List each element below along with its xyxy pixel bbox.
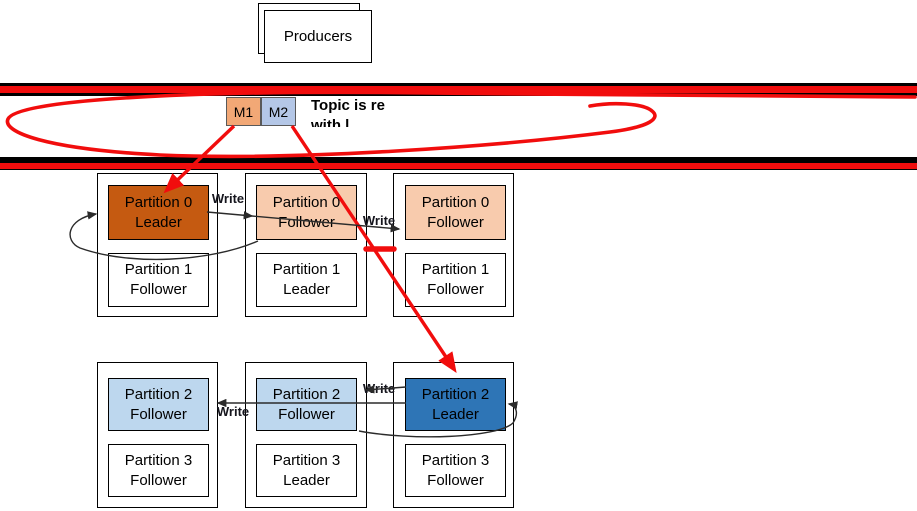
partition-role: Follower — [130, 471, 187, 489]
topic-note-line2-partial: with l — [311, 117, 350, 127]
partition-name: Partition 1 — [421, 261, 490, 278]
partition-role: Follower — [427, 213, 484, 231]
partition-name: Partition 0 — [272, 193, 341, 211]
partition-role: Leader — [432, 405, 479, 423]
partition-role: Leader — [283, 471, 330, 489]
write-label-1: Write — [211, 191, 245, 206]
partition-role: Follower — [278, 405, 335, 423]
partition-role: Follower — [130, 281, 187, 298]
broker1-partition-1-follower: Partition 1 Follower — [108, 253, 209, 307]
write-label-4: Write — [216, 404, 250, 419]
message-m1-box: M1 — [226, 97, 261, 126]
broker5-partition-3-leader: Partition 3 Leader — [256, 444, 357, 497]
partition-name: Partition 3 — [124, 451, 193, 469]
broker2-partition-1-leader: Partition 1 Leader — [256, 253, 357, 307]
producers-label: Producers — [283, 28, 353, 45]
partition-name: Partition 0 — [124, 193, 193, 211]
producers-box: Producers — [264, 10, 372, 63]
partition-name: Partition 2 — [421, 385, 490, 403]
broker6-partition-2-leader: Partition 2 Leader — [405, 378, 506, 431]
partition-name: Partition 0 — [421, 193, 490, 211]
partition-name: Partition 2 — [272, 385, 341, 403]
partition-name: Partition 3 — [272, 451, 341, 469]
broker2-partition-0-follower: Partition 0 Follower — [256, 185, 357, 240]
broker3-partition-0-follower: Partition 0 Follower — [405, 185, 506, 240]
red-line-top — [0, 86, 917, 93]
broker6-partition-3-follower: Partition 3 Follower — [405, 444, 506, 497]
broker1-partition-0-leader: Partition 0 Leader — [108, 185, 209, 240]
red-highlight-loop — [5, 90, 917, 159]
topic-note-box: Topic is re with l — [304, 96, 390, 127]
message-m2-label: M2 — [268, 103, 289, 120]
partition-name: Partition 3 — [421, 451, 490, 469]
broker4-partition-3-follower: Partition 3 Follower — [108, 444, 209, 497]
topic-note-line1: Topic is re — [311, 97, 385, 114]
partition-role: Follower — [278, 213, 335, 231]
write-label-2: Write — [362, 213, 396, 228]
partition-role: Leader — [135, 213, 182, 231]
broker3-partition-1-follower: Partition 1 Follower — [405, 253, 506, 307]
partition-role: Follower — [427, 471, 484, 489]
broker4-partition-2-follower: Partition 2 Follower — [108, 378, 209, 431]
partition-role: Leader — [283, 281, 330, 298]
partition-name: Partition 1 — [124, 261, 193, 278]
red-line-middle — [0, 163, 917, 169]
message-m2-box: M2 — [261, 97, 296, 126]
broker5-partition-2-follower: Partition 2 Follower — [256, 378, 357, 431]
partition-role: Follower — [130, 405, 187, 423]
message-m1-label: M1 — [233, 103, 254, 120]
partition-name: Partition 2 — [124, 385, 193, 403]
partition-role: Follower — [427, 281, 484, 298]
write-label-3: Write — [362, 381, 396, 396]
partition-name: Partition 1 — [272, 261, 341, 278]
